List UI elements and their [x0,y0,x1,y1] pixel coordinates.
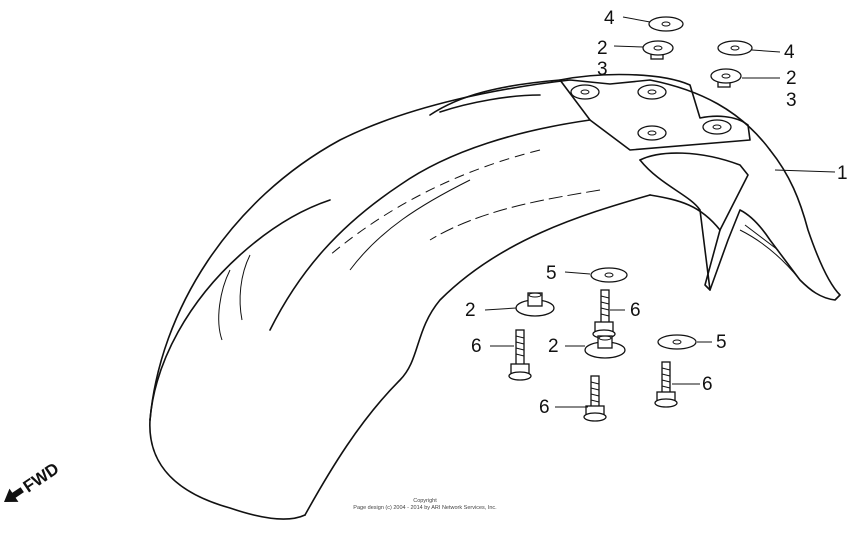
grommet-part-2 [642,40,674,60]
callout-4: 4 [604,8,615,29]
callout-5: 5 [716,332,727,353]
callout-6: 6 [539,397,550,418]
callout-2: 2 [597,38,608,59]
fender-mount-plate [559,73,751,151]
callout-3: 3 [597,59,608,80]
fender-front-tip [149,419,306,520]
washer-part-5 [590,267,628,283]
callout-6: 6 [471,336,482,357]
callout-5: 5 [546,263,557,284]
washer-part-4 [717,40,753,56]
callout-2: 2 [465,300,476,321]
fender-inner-edge [304,194,651,516]
bolt-part-6 [592,289,616,339]
fwd-label: FWD [20,459,63,496]
mount-hole [637,125,667,141]
callout-1: 1 [837,163,848,184]
callout-6: 6 [702,374,713,395]
callout-4: 4 [784,42,795,63]
washer-part-4 [648,16,684,32]
bolt-part-6 [508,329,532,381]
mount-hole [570,84,600,100]
fender-rear-skirt [704,149,841,301]
callout-6: 6 [630,300,641,321]
washer-part-5 [657,334,697,350]
copyright-line-2: Page design (c) 2004 - 2014 by ARI Netwo… [353,505,497,511]
mount-hole [702,119,732,135]
grommet-part-2 [584,335,626,359]
grommet-part-2 [515,292,555,317]
callout-2: 2 [786,68,797,89]
grommet-part-2 [710,68,742,88]
front-fender [149,73,841,520]
fender-top-surface [429,79,561,116]
fender-outer-edge [149,79,771,421]
bolt-part-6 [654,361,678,408]
bolt-part-6 [583,375,607,422]
fwd-arrow-icon [4,487,24,502]
fwd-indicator: FWD [4,459,63,502]
callout-3: 3 [786,90,797,111]
copyright-line-1: Copyright [413,498,437,504]
mount-hole [637,84,667,100]
callout-2: 2 [548,336,559,357]
leader-lines [484,16,836,408]
